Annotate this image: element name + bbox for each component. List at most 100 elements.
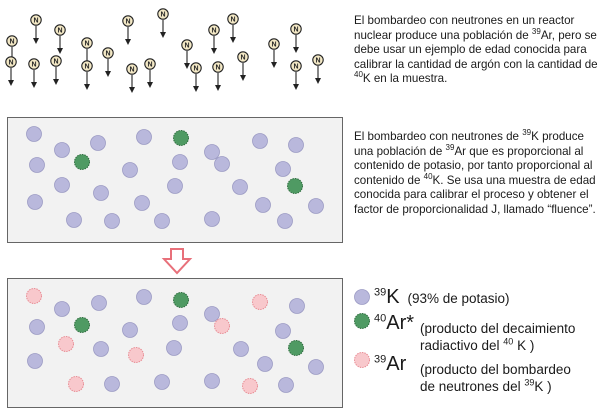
svg-text:N: N: [33, 18, 38, 25]
k39-atom: [154, 213, 170, 229]
svg-text:N: N: [184, 43, 189, 50]
ar40-atom: [173, 292, 189, 308]
k39-atom: [154, 374, 170, 390]
k39-atom: [29, 157, 45, 173]
k39-atom: [122, 162, 138, 178]
ar40-atom: [287, 178, 303, 194]
ar40-atom: [173, 130, 189, 146]
k39-atom: [27, 194, 43, 210]
k39-atom: [167, 178, 183, 194]
k39-atom: [277, 213, 293, 229]
k39-atom: [308, 359, 324, 375]
k39-atom: [204, 373, 220, 389]
svg-text:N: N: [8, 60, 13, 67]
k39-atom: [90, 135, 106, 151]
k39-atom: [232, 179, 248, 195]
k39-atom: [54, 177, 70, 193]
neutron: N: [6, 35, 18, 65]
legend-ar40-icon: [354, 313, 370, 329]
legend-ar40-desc: (producto del decaimiento radiactivo del…: [420, 321, 576, 353]
svg-text:N: N: [125, 19, 130, 26]
svg-text:N: N: [193, 66, 198, 73]
legend-k39: 39K (93% de potasio): [374, 286, 510, 308]
paragraph-proportional: El bombardeo con neutrones de 39K produc…: [354, 128, 596, 216]
neutron: N: [227, 13, 239, 43]
k39-atom: [288, 137, 304, 153]
k39-atom: [172, 315, 188, 331]
neutron: N: [290, 60, 302, 90]
neutron: N: [28, 58, 40, 88]
k39-atom: [166, 340, 182, 356]
k39-atom: [233, 341, 249, 357]
k39-atom: [27, 353, 43, 369]
ar40-atom: [74, 317, 90, 333]
k39-atom: [29, 319, 45, 335]
svg-text:N: N: [271, 42, 276, 49]
neutron: N: [181, 39, 193, 69]
ar39-atom: [128, 347, 144, 363]
svg-text:N: N: [147, 62, 152, 69]
k39-atom: [66, 212, 82, 228]
paragraph-reactor: El bombardeo con neutrones en un reactor…: [354, 14, 598, 86]
svg-text:N: N: [31, 62, 36, 69]
neutron: N: [122, 15, 134, 45]
svg-text:N: N: [315, 58, 320, 65]
ar39-atom: [68, 376, 84, 392]
svg-text:N: N: [160, 12, 165, 19]
k39-atom: [91, 295, 107, 311]
ar39-atom: [58, 336, 74, 352]
k39-atom: [93, 185, 109, 201]
svg-text:N: N: [293, 64, 298, 71]
neutron: N: [157, 8, 169, 38]
k39-atom: [136, 129, 152, 145]
k39-atom: [308, 198, 324, 214]
k39-atom: [104, 213, 120, 229]
svg-text:N: N: [293, 27, 298, 34]
k39-atom: [104, 376, 120, 392]
k39-atom: [275, 161, 291, 177]
neutron: N: [290, 23, 302, 53]
neutron: N: [50, 55, 62, 85]
k39-atom: [54, 301, 70, 317]
k39-atom: [289, 298, 305, 314]
ar40-atom: [74, 154, 90, 170]
neutron: N: [54, 24, 66, 54]
neutron: N: [81, 60, 93, 90]
neutron: N: [5, 56, 17, 86]
svg-text:N: N: [240, 55, 245, 62]
svg-text:N: N: [84, 41, 89, 48]
neutron: N: [268, 38, 280, 68]
k39-atom: [54, 142, 70, 158]
legend-ar39-icon: [354, 352, 370, 368]
k39-atom: [136, 289, 152, 305]
neutron: N: [30, 14, 42, 44]
svg-text:N: N: [215, 65, 220, 72]
svg-text:N: N: [105, 51, 110, 58]
neutron: N: [212, 61, 224, 91]
ar39-atom: [214, 318, 230, 334]
k39-atom: [204, 144, 220, 160]
k39-atom: [275, 323, 291, 339]
ar39-atom: [242, 378, 258, 394]
svg-text:N: N: [9, 39, 14, 46]
legend-ar39-desc: (producto del bombardeo de neutrones del…: [420, 362, 571, 394]
svg-text:N: N: [57, 28, 62, 35]
k39-atom: [134, 195, 150, 211]
k39-atom: [26, 126, 42, 142]
neutron: N: [312, 54, 324, 84]
svg-text:N: N: [84, 64, 89, 71]
k39-atom: [204, 306, 220, 322]
neutron: N: [144, 58, 156, 88]
svg-text:N: N: [230, 17, 235, 24]
svg-text:N: N: [211, 28, 216, 35]
neutron: N: [102, 47, 114, 77]
k39-atom: [93, 341, 109, 357]
k39-atom: [255, 197, 271, 213]
down-arrow-icon: [161, 248, 193, 275]
k39-atom: [252, 133, 268, 149]
k39-atom: [122, 322, 138, 338]
k39-atom: [204, 211, 220, 227]
legend-ar40: 40Ar*: [374, 312, 415, 334]
ar40-atom: [288, 340, 304, 356]
